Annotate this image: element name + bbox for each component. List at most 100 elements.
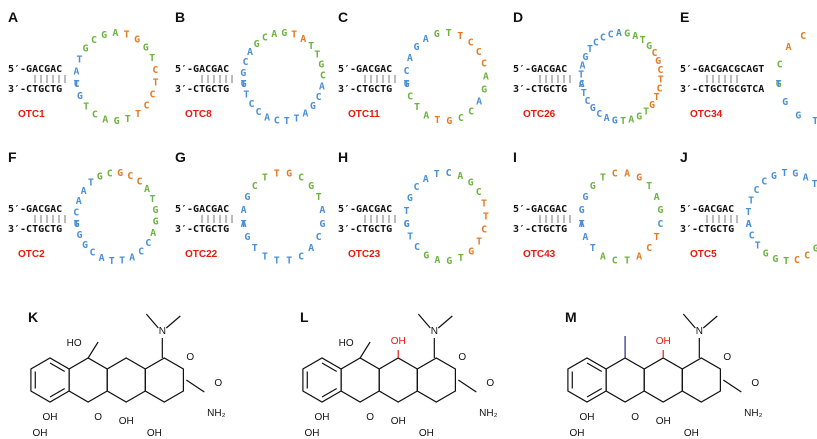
ring	[378, 357, 418, 403]
methyl-bond	[145, 313, 159, 329]
stem-5prime: 5′-GACGAC	[513, 64, 567, 75]
nucleotide: T	[403, 206, 409, 217]
nucleotide: C	[74, 79, 80, 90]
nucleotide: C	[407, 91, 413, 102]
nucleotide: T	[286, 256, 292, 267]
nucleotide: G	[404, 79, 410, 90]
stem-5prime: 5′-GACGACGCAGT	[680, 64, 764, 75]
oxygen-label: O	[751, 378, 759, 389]
nitrogen-label: N	[159, 326, 166, 337]
stem-3prime: 3′-CTGCTGCGTCA	[680, 84, 764, 95]
nucleotide: C	[262, 33, 268, 44]
nucleotide: T	[457, 31, 463, 42]
nucleotide: G	[241, 79, 247, 90]
double-bond	[586, 362, 603, 373]
nucleotide: A	[579, 61, 585, 72]
nucleotide: T	[476, 237, 482, 248]
nucleotide: T	[643, 106, 649, 117]
ring	[340, 357, 380, 403]
nucleotide: C	[753, 185, 759, 196]
stem-5prime: 5′-GACGAC	[175, 64, 229, 75]
ring	[144, 357, 184, 403]
nucleotide: T	[481, 199, 487, 210]
nucleotide: A	[434, 255, 440, 266]
nucleotide: C	[138, 246, 144, 257]
nucleotide: G	[582, 192, 588, 203]
nucleotide: T	[252, 243, 258, 254]
stem-3prime: 3′-CTGCTG	[513, 84, 567, 95]
nucleotide: C	[657, 65, 663, 76]
methyl-bond	[359, 341, 371, 359]
nucleotide: C	[596, 109, 602, 120]
nucleotide: A	[604, 113, 610, 124]
ring	[68, 357, 108, 403]
nitrogen-label: N	[696, 326, 703, 337]
double-bond	[49, 362, 66, 373]
aptamer-label: OTC11	[348, 109, 380, 120]
nucleotide: T	[274, 168, 280, 179]
stem-3prime: 3′-CTGCTG	[338, 224, 392, 235]
panel-letter: G	[175, 149, 186, 165]
nucleotide: T	[578, 70, 584, 81]
nucleotide: C	[252, 181, 258, 192]
nucleotide: A	[654, 192, 660, 203]
nucleotide: T	[291, 30, 297, 41]
nucleotide: T	[119, 256, 125, 267]
nucleotide: C	[242, 57, 248, 68]
stem-3prime: 3′-CTGCTG	[680, 224, 734, 235]
hydroxyl-label: HO	[67, 338, 82, 349]
nucleotide: A	[628, 115, 634, 126]
nucleotide: G	[101, 30, 107, 41]
nucleotide: A	[129, 252, 135, 263]
panel-letter: J	[680, 149, 688, 165]
nucleotide: G	[646, 41, 652, 52]
panel-letter: H	[338, 149, 348, 165]
nitrogen-label: N	[431, 326, 438, 337]
stem-5prime: 5′-GACGAC	[175, 204, 229, 215]
nucleotide: G	[74, 219, 80, 230]
nucleotide: C	[593, 38, 599, 49]
nucleotide: G	[771, 171, 777, 182]
nucleotide: A	[76, 196, 82, 207]
stem-5prime: 5′-GACGAC	[338, 64, 392, 75]
nucleotide: A	[582, 232, 588, 243]
nucleotide: G	[286, 168, 292, 179]
nucleotide: T	[149, 194, 155, 205]
nucleotide: G	[636, 173, 642, 184]
nucleotide: C	[274, 116, 280, 127]
double-bond	[321, 387, 338, 398]
double-bond	[586, 387, 603, 398]
nucleotide: C	[777, 59, 783, 70]
nucleotide: G	[143, 43, 149, 54]
nucleotide: A	[579, 219, 585, 230]
panel-letter: A	[8, 9, 18, 25]
nucleotide: T	[646, 181, 652, 192]
nucleotide: C	[255, 107, 261, 118]
nucleotide: G	[657, 205, 663, 216]
nucleotide: A	[624, 168, 630, 179]
nucleotide: C	[298, 173, 304, 184]
hydroxyl-label: OH	[43, 412, 58, 423]
nucleotide: C	[298, 251, 304, 262]
nucleotide: G	[114, 116, 120, 127]
nucleotide: G	[423, 250, 429, 261]
nucleotide: A	[241, 205, 247, 216]
nucleotide: G	[240, 68, 246, 79]
nucleotide: G	[795, 110, 801, 121]
hydroxyl-label: OH	[684, 428, 699, 439]
nucleotide: G	[763, 249, 769, 260]
nucleotide: G	[792, 169, 798, 180]
amide-label: NH₂	[479, 408, 497, 419]
panel-letter: C	[338, 9, 348, 25]
hydroxyl-label: OH	[315, 412, 330, 423]
nucleotide: C	[92, 109, 98, 120]
nucleotide: G	[446, 116, 452, 127]
nucleotide: T	[414, 102, 420, 113]
stem-3prime: 3′-CTGCTG	[175, 84, 229, 95]
nucleotide: A	[73, 66, 79, 77]
stem-3prime: 3′-CTGCTG	[338, 84, 392, 95]
nucleotide: T	[109, 256, 115, 267]
